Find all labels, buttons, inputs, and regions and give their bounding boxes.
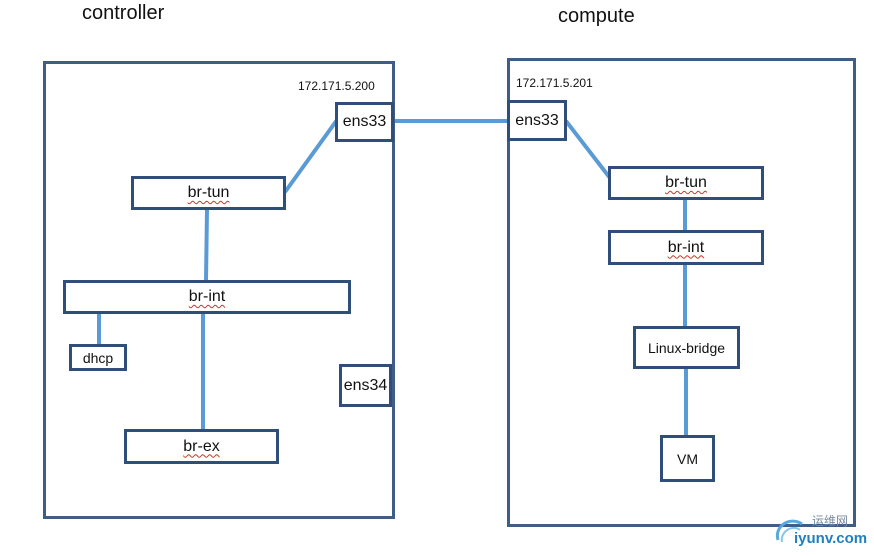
compute-br-int-label: br-int <box>667 238 705 256</box>
compute-linux-bridge: Linux-bridge <box>633 326 740 369</box>
compute-vm-label: VM <box>677 450 698 467</box>
controller-ens34: ens34 <box>339 364 392 407</box>
controller-ip: 172.171.5.200 <box>298 79 375 93</box>
controller-dhcp-label: dhcp <box>82 349 114 366</box>
controller-br-ex: br-ex <box>124 429 279 464</box>
controller-title: controller <box>82 2 165 24</box>
controller-br-tun-label: br-tun <box>187 184 230 201</box>
compute-br-tun: br-tun <box>608 166 764 200</box>
controller-ens34-label: ens34 <box>343 376 388 394</box>
controller-br-int: br-int <box>63 280 351 314</box>
watermark-swirl-icon <box>775 519 803 543</box>
controller-br-tun: br-tun <box>131 176 286 210</box>
watermark: 运维网 iyunv.com <box>772 510 872 554</box>
compute-vm: VM <box>660 435 715 482</box>
compute-br-int: br-int <box>608 230 764 265</box>
compute-title: compute <box>558 5 635 27</box>
link-ctrl-ens33-to-brtun <box>283 118 339 194</box>
link-ctrl-brtun-to-brint <box>204 208 209 282</box>
compute-ens33-label: ens33 <box>515 111 559 129</box>
watermark-main-text: iyunv.com <box>794 530 868 547</box>
controller-dhcp: dhcp <box>69 344 127 371</box>
compute-linux-bridge-label: Linux-bridge <box>647 339 726 356</box>
compute-ens33: ens33 <box>507 100 567 141</box>
controller-ens33-label: ens33 <box>342 113 387 130</box>
compute-host <box>507 58 856 527</box>
watermark-top-text: 运维网 <box>812 514 849 528</box>
compute-br-tun-label: br-tun <box>665 174 707 191</box>
link-comp-ens33-to-brtun <box>564 119 612 180</box>
controller-ens33: ens33 <box>335 102 394 142</box>
controller-br-int-label: br-int <box>188 288 226 305</box>
controller-host <box>43 61 395 519</box>
compute-ip: 172.171.5.201 <box>516 76 593 90</box>
controller-br-ex-label: br-ex <box>183 437 220 455</box>
